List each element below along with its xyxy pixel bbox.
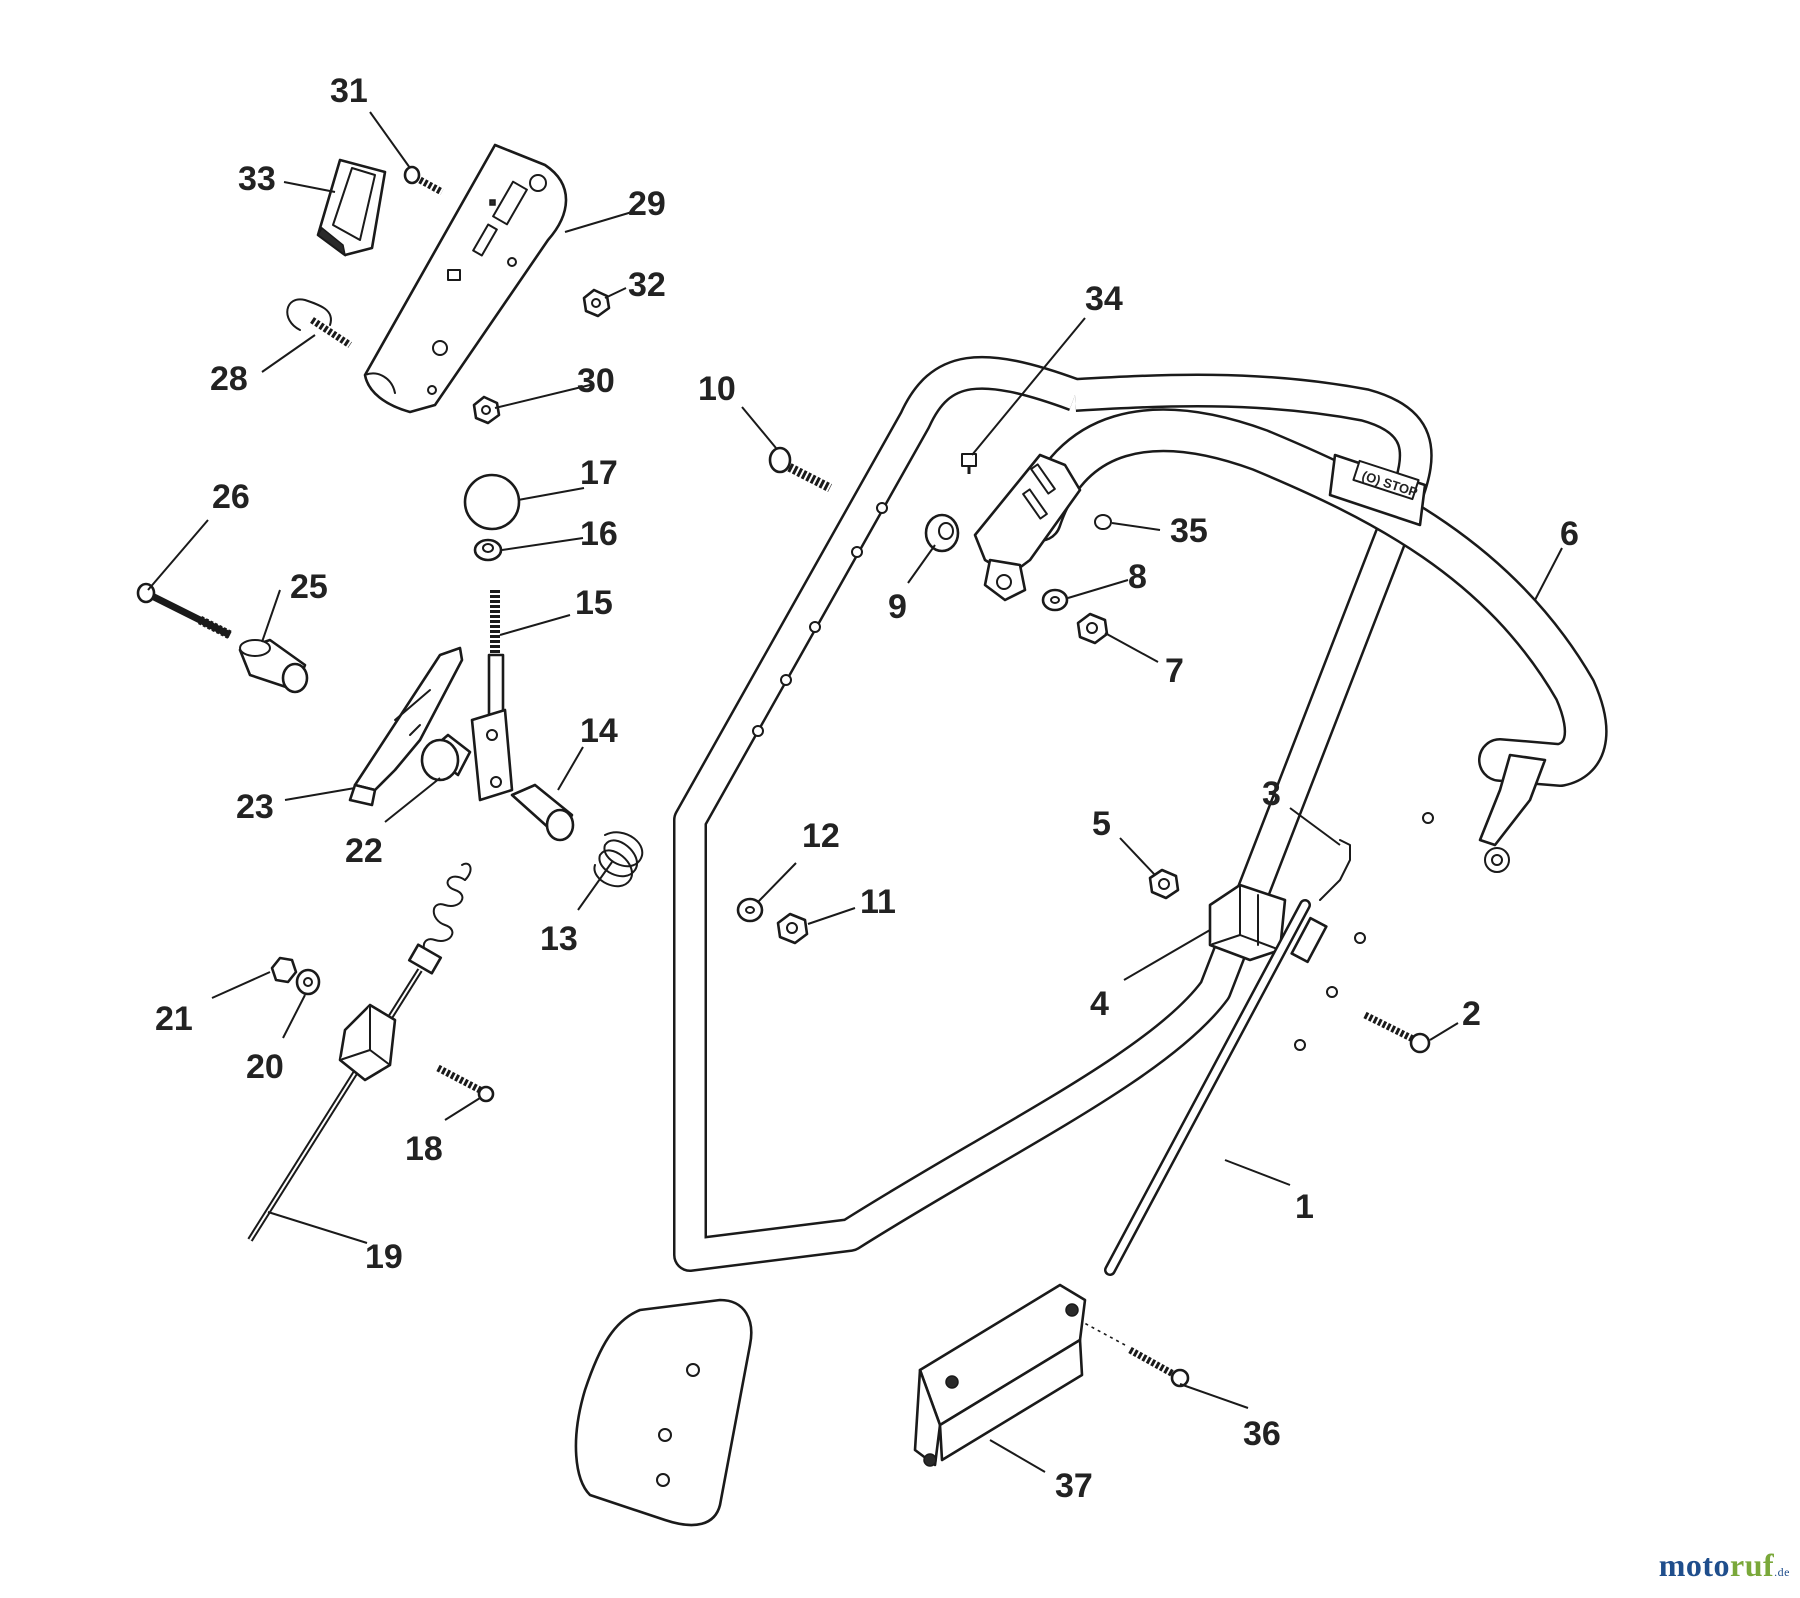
callout-26: 26 bbox=[212, 478, 250, 516]
hook-bolt-28 bbox=[286, 298, 352, 348]
lever-arm-23 bbox=[348, 646, 464, 807]
callout-12: 12 bbox=[802, 817, 840, 855]
callout-8: 8 bbox=[1128, 558, 1147, 596]
washer-20 bbox=[295, 968, 321, 996]
callout-13: 13 bbox=[540, 920, 578, 958]
cover-cap-33 bbox=[316, 158, 387, 257]
screw-36 bbox=[1074, 1317, 1190, 1388]
upper-handlebar: (O) STOP bbox=[973, 408, 1608, 873]
callout-labels: 1 2 3 4 5 6 7 8 9 10 11 12 13 14 15 16 1… bbox=[155, 72, 1579, 1505]
callout-7: 7 bbox=[1165, 652, 1184, 690]
callout-11: 11 bbox=[860, 883, 896, 921]
callout-10: 10 bbox=[698, 370, 736, 408]
callout-9: 9 bbox=[888, 588, 907, 626]
screw-34 bbox=[961, 453, 977, 474]
spacer-25 bbox=[238, 638, 309, 694]
callout-4: 4 bbox=[1090, 985, 1109, 1023]
nut-32 bbox=[582, 288, 611, 318]
bolt-10 bbox=[768, 446, 833, 493]
callout-6: 6 bbox=[1560, 515, 1579, 553]
brand-main: moto bbox=[1658, 1547, 1731, 1583]
callout-20: 20 bbox=[246, 1048, 284, 1086]
cable-hook-3 bbox=[1319, 839, 1351, 901]
callout-3: 3 bbox=[1262, 775, 1281, 813]
callout-16: 16 bbox=[580, 515, 618, 553]
nut-7 bbox=[1076, 612, 1109, 645]
callout-19: 19 bbox=[365, 1238, 403, 1276]
bushing-9 bbox=[924, 513, 960, 553]
callout-37: 37 bbox=[1055, 1467, 1093, 1505]
callout-21: 21 bbox=[155, 1000, 193, 1038]
lever-housing-29 bbox=[363, 143, 568, 414]
callout-23: 23 bbox=[236, 788, 274, 826]
nut-21 bbox=[270, 956, 298, 984]
callout-34: 34 bbox=[1085, 280, 1123, 318]
nut-30 bbox=[472, 395, 501, 425]
callout-14: 14 bbox=[580, 712, 618, 750]
callout-25: 25 bbox=[290, 568, 328, 606]
knob-17 bbox=[463, 473, 521, 531]
pin-14 bbox=[510, 783, 575, 842]
cable-clip-4 bbox=[1208, 883, 1287, 962]
bushing-22 bbox=[420, 733, 472, 782]
callout-28: 28 bbox=[210, 360, 248, 398]
callout-17: 17 bbox=[580, 454, 618, 492]
screw-18 bbox=[436, 1064, 495, 1103]
clip-bracket-37 bbox=[913, 1283, 1087, 1467]
bowden-cable-19 bbox=[247, 862, 472, 1242]
callout-5: 5 bbox=[1092, 805, 1111, 843]
lever-rod-15 bbox=[470, 590, 514, 802]
callout-15: 15 bbox=[575, 584, 613, 622]
handle-frame bbox=[574, 355, 1434, 1527]
spring-13 bbox=[593, 831, 644, 888]
washer-35 bbox=[1094, 514, 1112, 530]
nut-5 bbox=[1148, 868, 1180, 900]
callout-2: 2 bbox=[1462, 995, 1481, 1033]
callout-18: 18 bbox=[405, 1130, 443, 1168]
callout-32: 32 bbox=[628, 266, 666, 304]
brand-suffix: .de bbox=[1774, 1565, 1790, 1579]
brake-cable bbox=[1104, 899, 1328, 1276]
long-bolt-26 bbox=[136, 582, 233, 640]
washer-8 bbox=[1041, 588, 1069, 612]
callout-33: 33 bbox=[238, 160, 276, 198]
screw-31 bbox=[403, 165, 444, 196]
brand-accent: ruf bbox=[1730, 1547, 1775, 1583]
nut-16 bbox=[473, 538, 503, 562]
callout-1: 1 bbox=[1295, 1188, 1314, 1226]
callout-31: 31 bbox=[330, 72, 368, 110]
callout-30: 30 bbox=[577, 362, 615, 400]
callout-35: 35 bbox=[1170, 512, 1208, 550]
callout-29: 29 bbox=[628, 185, 666, 223]
nut-11 bbox=[776, 912, 809, 945]
washer-12 bbox=[736, 897, 764, 923]
callout-22: 22 bbox=[345, 832, 383, 870]
brand-watermark: motoruf.de bbox=[1659, 1547, 1790, 1584]
leader-lines bbox=[147, 111, 1563, 1473]
callout-36: 36 bbox=[1243, 1415, 1281, 1453]
screw-2 bbox=[1363, 1011, 1431, 1054]
